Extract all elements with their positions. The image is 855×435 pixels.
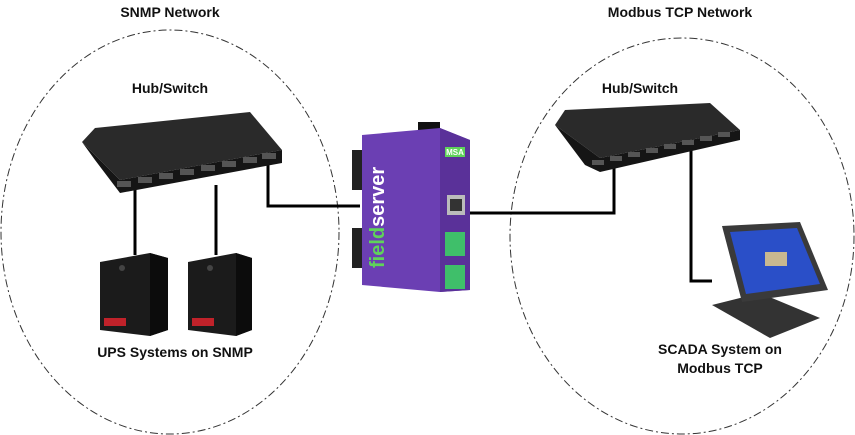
cable-left-switch-gateway: [266, 162, 360, 208]
ups-icon: [188, 253, 252, 336]
right-switch-icon: [555, 103, 740, 172]
fieldserver-gateway-icon: MSA fieldserver: [352, 122, 470, 292]
scada-label-line1: SCADA System on: [658, 341, 782, 357]
scada-tablet-icon: [712, 222, 828, 338]
cables: [133, 150, 712, 283]
svg-text:fieldserver: fieldserver: [367, 167, 389, 268]
ups-systems-label: UPS Systems on SNMP: [97, 344, 253, 360]
left-switch-icon: [82, 112, 282, 193]
modbus-network-title: Modbus TCP Network: [607, 4, 753, 20]
modbus-network-boundary: [509, 37, 855, 435]
ups-icon: [100, 253, 168, 336]
cable-right-switch-scada: [689, 150, 712, 283]
snmp-network-boundary: [0, 29, 340, 435]
scada-label-line2: Modbus TCP: [677, 360, 763, 376]
svg-text:MSA: MSA: [446, 148, 464, 157]
left-switch-label: Hub/Switch: [131, 80, 209, 96]
cable-gateway-right-switch: [470, 165, 616, 215]
right-switch-label: Hub/Switch: [601, 80, 679, 96]
snmp-network-title: SNMP Network: [120, 4, 220, 20]
scada-system-label: SCADA System on Modbus TCP: [620, 340, 820, 378]
